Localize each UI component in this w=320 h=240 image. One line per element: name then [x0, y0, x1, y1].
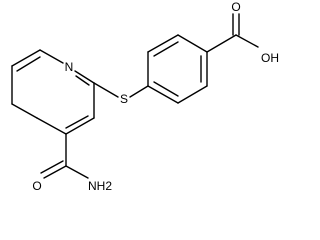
atom-label-nh2: NH2: [88, 179, 112, 193]
bond-c3-c4-inner: [65, 115, 89, 129]
bond-c5-n1: [39, 49, 64, 64]
pyridine-ring: [11, 49, 95, 135]
amide-group: [40, 133, 89, 179]
bond-n1-c2-inner: [75, 75, 90, 86]
bond-benzene-to-acid-carbon: [206, 34, 237, 53]
atom-label-oh: OH: [261, 51, 279, 65]
bond-s-to-benzene: [129, 85, 149, 98]
bond-c6-c5: [11, 49, 41, 67]
bond-c5-c6: [11, 103, 38, 119]
bond-b2-b3-inner: [153, 41, 179, 57]
thioether-link: [93, 82, 149, 98]
bond-amide-carbon-to-nitrogen: [65, 165, 89, 179]
bond-b6-b1-inner: [153, 81, 179, 97]
atom-label-acid-o: O: [231, 0, 240, 14]
molecule-diagram: N S O OH O NH2: [11, 0, 279, 193]
bond-carbonyl-outer: [43, 165, 67, 179]
benzene-ring: [147, 34, 208, 104]
bond-c2-to-s: [93, 82, 119, 98]
bond-b5-b6: [177, 85, 208, 104]
bond-b6-b1: [147, 85, 179, 104]
atom-label-amide-o: O: [32, 179, 41, 193]
bond-b2-b3: [147, 34, 179, 53]
bond-c3-c4: [65, 117, 95, 135]
bond-b3-b4: [177, 34, 208, 53]
bond-n1-c2: [74, 70, 95, 84]
atom-label-n: N: [65, 60, 74, 74]
bond-c6-c5-inner: [16, 56, 41, 72]
carboxylic-acid-group: [206, 13, 259, 53]
bond-acid-carbon-to-oh: [235, 34, 259, 48]
bond-carbonyl-inner: [40, 160, 64, 174]
bond-c4-c5: [36, 117, 67, 135]
atom-label-s: S: [120, 92, 128, 106]
